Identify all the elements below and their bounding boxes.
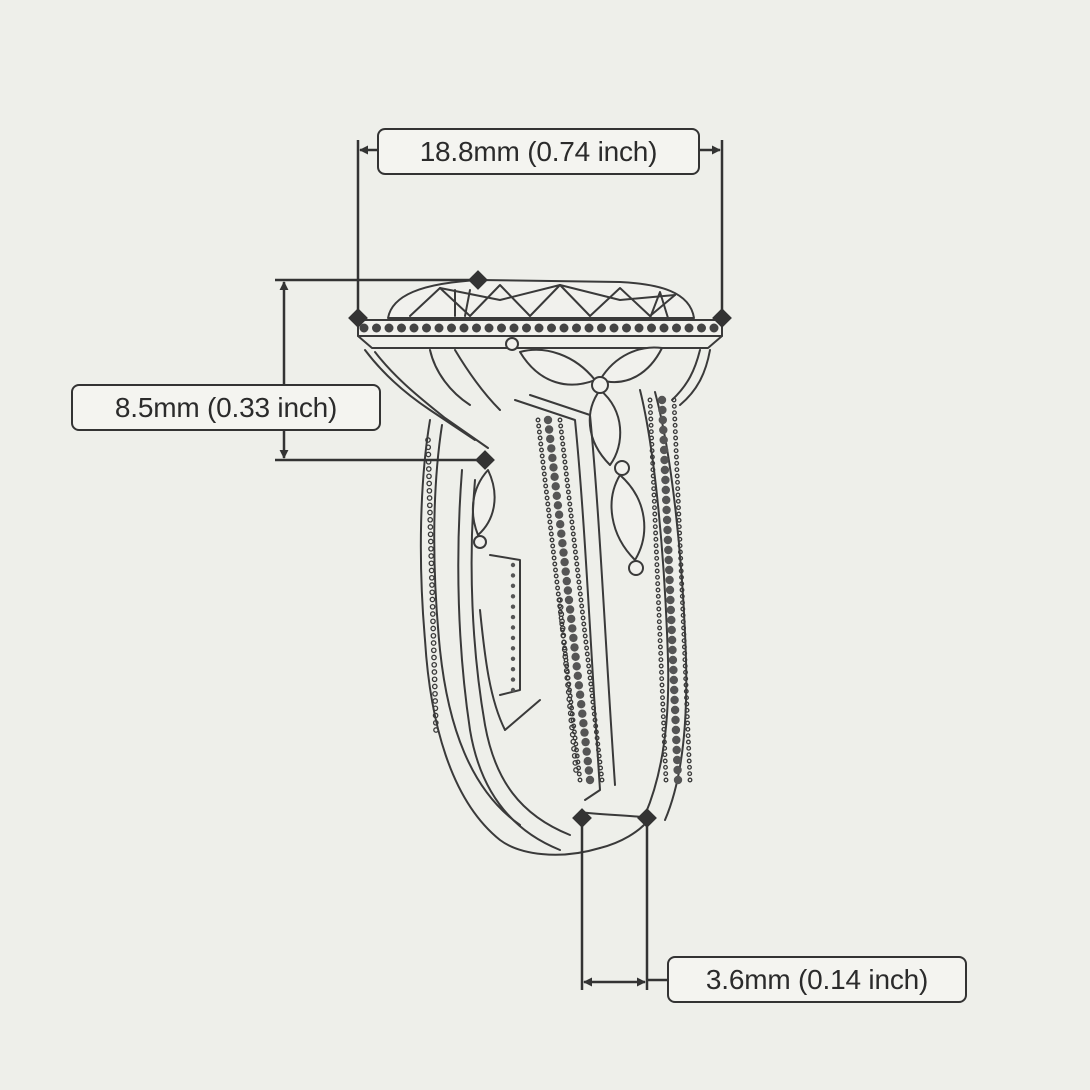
marquise-stones <box>471 337 663 576</box>
band-width-dimension-label: 3.6mm (0.14 inch) <box>667 956 967 1003</box>
node-width-left <box>348 308 368 328</box>
dimension-nodes <box>348 270 732 828</box>
ring-illustration <box>357 279 723 856</box>
node-band-left <box>572 808 592 828</box>
width-dimension-label: 18.8mm (0.74 inch) <box>377 128 700 175</box>
node-width-right <box>712 308 732 328</box>
halo-rim <box>357 319 723 349</box>
dimension-lines <box>275 140 724 990</box>
milgrain-beads <box>425 395 693 785</box>
gallery <box>364 349 711 449</box>
node-height-bottom <box>475 450 495 470</box>
node-height-top <box>468 270 488 290</box>
center-stone <box>387 279 695 319</box>
node-band-right <box>637 808 657 828</box>
height-dimension-label: 8.5mm (0.33 inch) <box>71 384 381 431</box>
bands <box>419 389 688 856</box>
